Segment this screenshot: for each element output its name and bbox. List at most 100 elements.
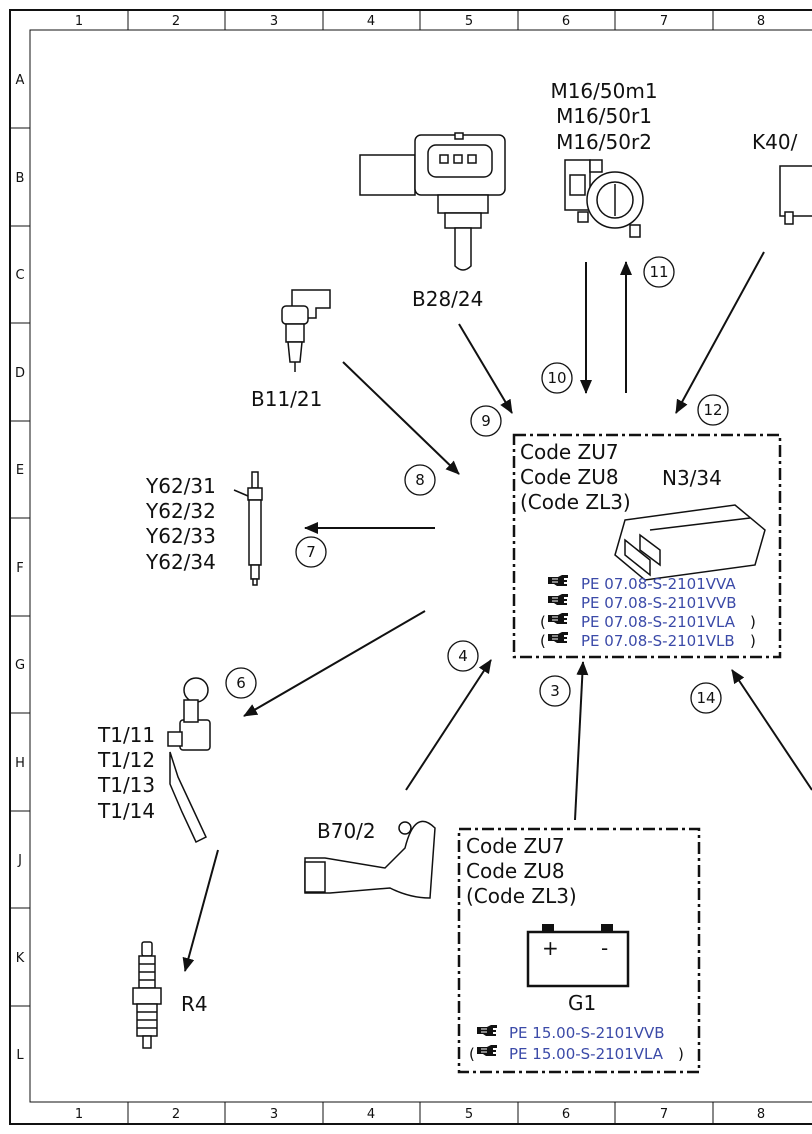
paren-close: ) [678,1045,684,1063]
drawing-frame [9,9,812,1125]
battery-box: Code ZU7 Code ZU8 (Code ZL3) + - G1 PE 1… [457,827,701,1074]
grid-row-label: B [16,171,25,186]
ecu-ref-link[interactable]: PE 07.08-S-2101VVB [581,594,737,612]
b11-label: B11/21 [251,387,322,411]
ecu-unit-icon [614,504,766,581]
signal-number: 12 [703,401,722,419]
grid-row-labels: A B C D E F G H J K L [15,73,25,1063]
grid-row-label: D [15,366,25,381]
signal-number: 7 [306,543,316,561]
b70-label: B70/2 [317,819,376,843]
pointing-hand-icon [547,631,569,644]
t1-label-1: T1/11 [97,723,155,747]
ecu-code-2: Code ZU8 [520,465,619,489]
pointing-hand-icon [476,1044,498,1057]
spark-plug-icon [132,941,162,1049]
pointing-hand-icon [547,612,569,625]
ecu-code-1: Code ZU7 [520,440,619,464]
crankshaft-sensor-icon [304,820,436,899]
signal-number: 4 [458,647,468,665]
grid-col-label: 6 [562,14,570,29]
grid-col-label: 7 [660,1107,668,1122]
grid-col-label: 1 [75,14,83,29]
arrow-12 [675,251,765,414]
grid-col-label: 1 [75,1107,83,1122]
pointing-hand-icon [547,593,569,606]
b28-label: B28/24 [412,287,483,311]
battery-ref-link[interactable]: PE 15.00-S-2101VLA [509,1045,664,1063]
battery-code-1: Code ZU7 [466,834,565,858]
throttle-valve-icon [564,159,644,238]
grid-row-label: C [15,268,24,283]
battery-code-2: Code ZU8 [466,859,565,883]
grid-row-label: L [16,1048,24,1063]
signal-number: 3 [550,682,560,700]
grid-row-label: F [16,561,23,576]
t1-label-2: T1/12 [97,748,155,772]
battery-minus: - [601,936,608,960]
grid-col-label: 5 [465,1107,473,1122]
grid-col-label: 7 [660,14,668,29]
arrow-9 [458,323,513,414]
ecu-ref-link[interactable]: PE 07.08-S-2101VLA [581,613,736,631]
ecu-code-3: (Code ZL3) [520,490,631,514]
signal-number: 11 [649,263,668,281]
grid-col-label: 4 [367,14,375,29]
grid-col-label: 3 [270,1107,278,1122]
signal-number: 14 [696,689,715,707]
arrow-4 [405,659,492,791]
m16-label-3: M16/50r2 [556,130,652,154]
battery-icon [526,924,630,988]
signal-number: 9 [481,412,491,430]
ecu-box: Code ZU7 Code ZU8 (Code ZL3) N3/34 PE 07… [512,433,782,659]
grid-col-label: 2 [172,14,180,29]
grid-row-label: J [17,853,22,868]
y62-label-3: Y62/33 [145,524,216,548]
m16-label-1: M16/50m1 [550,79,657,103]
y62-label-4: Y62/34 [145,550,216,574]
paren-open: ( [469,1045,475,1063]
y62-label-1: Y62/31 [145,474,216,498]
arrow-3 [574,661,589,821]
grid-row-label: G [15,658,25,673]
grid-column-labels-top: 1 2 3 4 5 6 7 8 [75,14,765,29]
grid-column-labels-bottom: 1 2 3 4 5 6 7 8 [75,1107,765,1122]
t1-label-3: T1/13 [97,773,155,797]
temperature-sensor-icon [281,289,331,372]
signal-number: 10 [547,369,566,387]
battery-ref-link[interactable]: PE 15.00-S-2101VVB [509,1024,665,1042]
m16-label-2: M16/50r1 [556,104,652,128]
grid-col-label: 2 [172,1107,180,1122]
grid-row-label: A [16,73,25,88]
injector-icon [233,471,263,586]
ecu-ref-link[interactable]: PE 07.08-S-2101VLB [581,632,735,650]
pointing-hand-icon [547,574,569,587]
grid-col-label: 8 [757,14,765,29]
battery-plus: + [542,936,559,960]
grid-col-label: 5 [465,14,473,29]
grid-row-label: K [16,951,25,966]
paren-open: ( [540,632,546,650]
signal-arrows [182,251,812,972]
grid-col-label: 6 [562,1107,570,1122]
grid-row-label: H [15,756,25,771]
grid-row-label: E [16,463,24,478]
g1-label: G1 [568,991,596,1015]
grid-col-label: 4 [367,1107,375,1122]
arrow-6 [243,610,426,717]
arrow-8 [342,361,460,475]
y62-label-2: Y62/32 [145,499,216,523]
t1-label-4: T1/14 [97,799,155,823]
ecu-ref-link[interactable]: PE 07.08-S-2101VVA [581,575,736,593]
paren-open: ( [540,613,546,631]
pressure-sensor-icon [359,132,506,271]
r4-label: R4 [181,992,208,1016]
signal-number: 8 [415,471,425,489]
arrow-r4 [182,849,219,972]
k40-label: K40/ [752,130,798,154]
grid-col-label: 3 [270,14,278,29]
relay-icon [779,165,812,225]
n3-label: N3/34 [662,466,722,490]
paren-close: ) [750,613,756,631]
